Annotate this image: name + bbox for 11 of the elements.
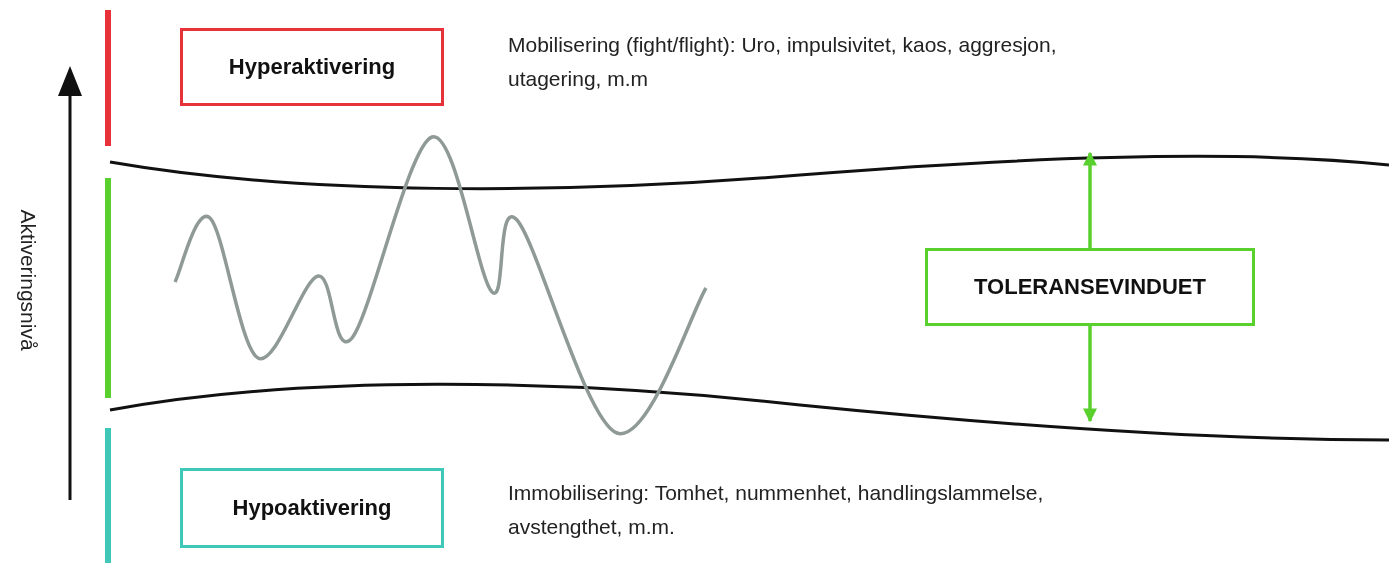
arrow xyxy=(1083,326,1097,423)
label-box xyxy=(925,248,1255,326)
description-text: Mobilisering (fight/flight): Uro, impulsivitet, kaos, aggresjon, utagering, m.m xyxy=(508,32,1058,92)
description-text: Immobilisering: Tomhet, nummenhet, handlingslammelse, avstengthet, m.m. xyxy=(508,480,1045,540)
arrow xyxy=(1083,151,1097,248)
label-box xyxy=(180,28,444,106)
box-label: Hyperaktivering xyxy=(228,54,396,80)
box-label: TOLERANSEVINDUET xyxy=(974,274,1206,300)
box-label: Hypoaktivering xyxy=(232,495,392,521)
label-box xyxy=(180,468,444,548)
axis-label: Aktiveringsnivå xyxy=(16,209,40,351)
